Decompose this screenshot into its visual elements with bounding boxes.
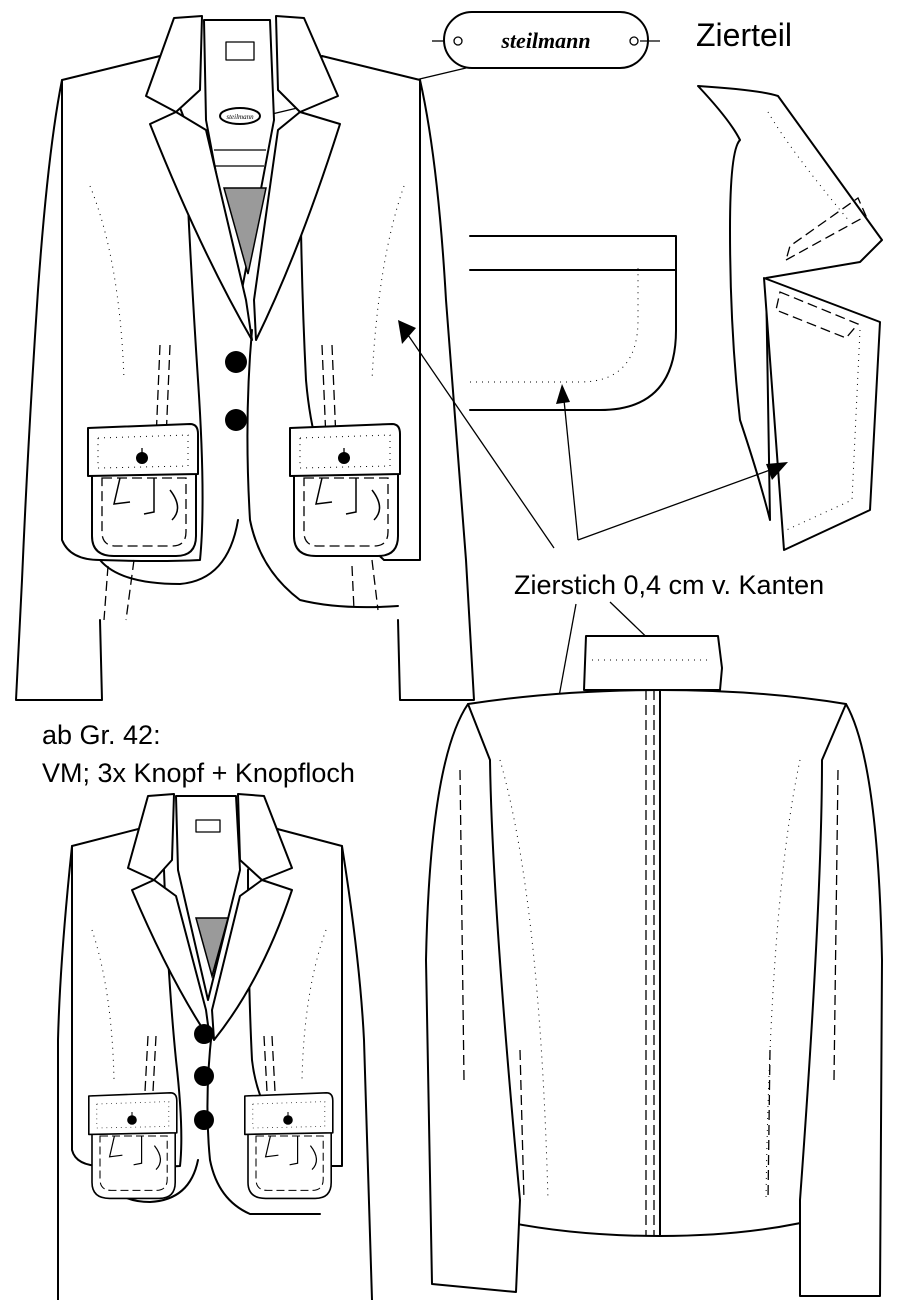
size-note-line1: ab Gr. 42:	[42, 720, 161, 750]
button	[194, 1110, 214, 1130]
jacket-front-large: steilmann	[15, 15, 475, 701]
brand-label-text: steilmann	[500, 28, 590, 53]
decor-part-label: Zierteil	[696, 17, 792, 53]
brand-label-small-text: steilmann	[226, 113, 254, 121]
pocket	[289, 423, 401, 557]
button	[194, 1024, 214, 1044]
sleeve-detail	[697, 85, 883, 551]
button	[194, 1066, 214, 1086]
size-note-line2: VM; 3x Knopf + Knopfloch	[42, 758, 355, 788]
button	[225, 409, 247, 431]
brand-label-small	[219, 107, 261, 125]
button	[225, 351, 247, 373]
brand-label: steilmann	[432, 11, 660, 69]
jacket-back	[425, 635, 883, 1297]
pocket	[87, 423, 199, 557]
jacket-front-small	[57, 793, 373, 1301]
pocket	[88, 1092, 178, 1200]
decor-stitch-label: Zierstich 0,4 cm v. Kanten	[514, 570, 824, 600]
pocket	[243, 1092, 334, 1200]
pocket-detail	[469, 235, 677, 411]
